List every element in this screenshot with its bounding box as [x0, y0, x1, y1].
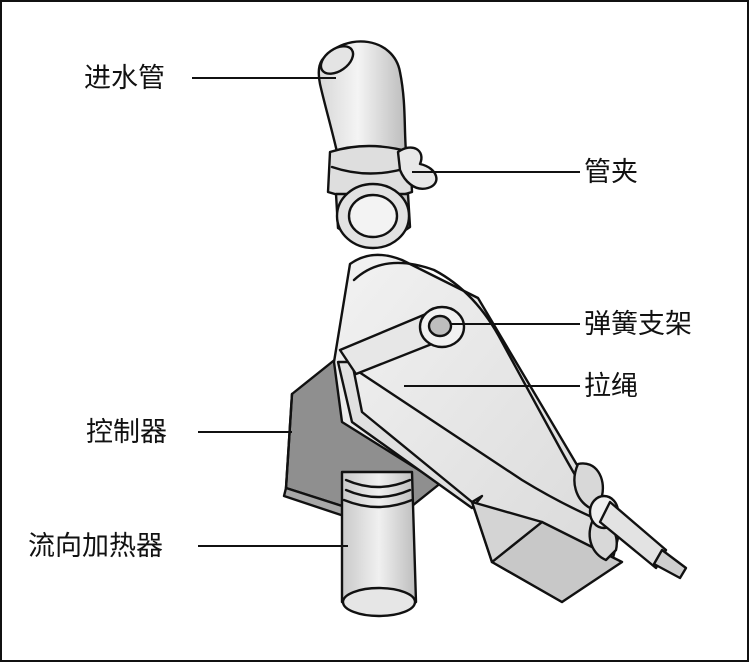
label-spring-bracket: 弹簧支架 [584, 309, 692, 340]
label-pipe-clamp: 管夹 [584, 157, 638, 188]
inlet-pipe-shape [317, 40, 408, 154]
pipe-clamp-shape [326, 144, 438, 250]
tensioner-shape [573, 462, 688, 580]
label-pull-cord: 拉绳 [584, 371, 638, 402]
label-controller: 控制器 [86, 417, 167, 448]
label-inlet-pipe: 进水管 [84, 63, 165, 94]
spring-bracket-shape [338, 305, 466, 376]
label-flow-heater: 流向加热器 [28, 531, 163, 562]
flow-heater-shape [340, 470, 418, 618]
